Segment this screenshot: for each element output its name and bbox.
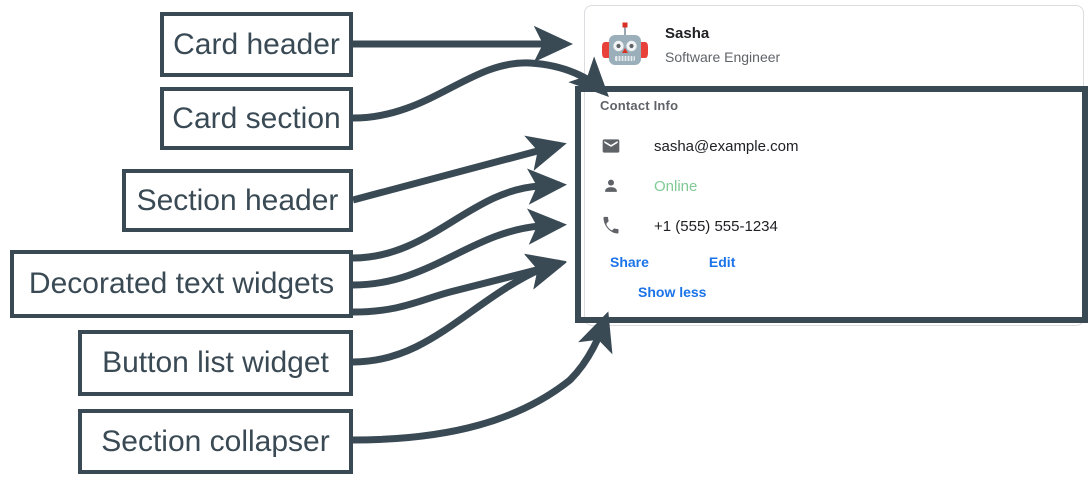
- card-header-subtitle: Software Engineer: [665, 48, 781, 65]
- person-icon: [600, 175, 622, 197]
- annotation-section-collapser-label: Section collapser: [101, 424, 330, 458]
- section-collapser: Show less: [638, 284, 1000, 302]
- section-header-contact-info: Contact Info: [600, 98, 679, 113]
- share-button[interactable]: Share: [610, 254, 649, 270]
- annotation-section-header-label: Section header: [136, 183, 339, 217]
- email-icon: [600, 135, 622, 157]
- card-section-content: Contact Info sasha@example.com Online: [600, 98, 1000, 302]
- decorated-text-widget-status-value: Online: [654, 177, 698, 195]
- annotation-card-header-label: Card header: [173, 27, 340, 61]
- decorated-text-widget-status: Online: [600, 166, 1000, 206]
- annotation-decorated-text-widgets-label: Decorated text widgets: [28, 267, 335, 300]
- arrow-button-list: [352, 253, 567, 366]
- arrow-card-section: [352, 56, 609, 122]
- decorated-text-widget-email: sasha@example.com: [600, 126, 1000, 166]
- arrow-section-collapser: [352, 311, 613, 444]
- decorated-text-widget-phone: +1 (555) 555-1234: [600, 206, 1000, 246]
- phone-icon: [600, 215, 622, 237]
- annotation-card-section-label: Card section: [172, 101, 341, 135]
- decorated-text-widget-phone-value: +1 (555) 555-1234: [654, 217, 778, 235]
- card-header: Sasha Software Engineer: [585, 6, 1083, 86]
- arrow-decorated-text-2: [352, 208, 567, 289]
- annotation-card-header: Card header: [160, 12, 353, 77]
- button-list-widget: Share Edit: [610, 254, 1000, 270]
- card-header-title: Sasha: [665, 25, 710, 43]
- arrow-decorated-text-3: [352, 254, 567, 316]
- annotation-decorated-text-widgets: Decorated text widgets: [10, 250, 353, 318]
- card-header-text: Sasha Software Engineer: [665, 24, 780, 67]
- robot-avatar-icon: [602, 22, 648, 65]
- annotation-section-header: Section header: [122, 169, 353, 232]
- edit-button[interactable]: Edit: [708, 254, 736, 270]
- show-less-button[interactable]: Show less: [638, 284, 707, 300]
- annotation-button-list-widget: Button list widget: [78, 330, 353, 396]
- annotation-card-section: Card section: [160, 87, 353, 150]
- annotation-button-list-widget-label: Button list widget: [102, 346, 329, 379]
- arrow-decorated-text-1: [352, 168, 567, 262]
- contact-card: Sasha Software Engineer: [584, 5, 1084, 326]
- decorated-text-widget-email-value: sasha@example.com: [654, 137, 799, 155]
- annotation-section-collapser: Section collapser: [78, 409, 353, 474]
- arrow-section-header: [352, 135, 567, 204]
